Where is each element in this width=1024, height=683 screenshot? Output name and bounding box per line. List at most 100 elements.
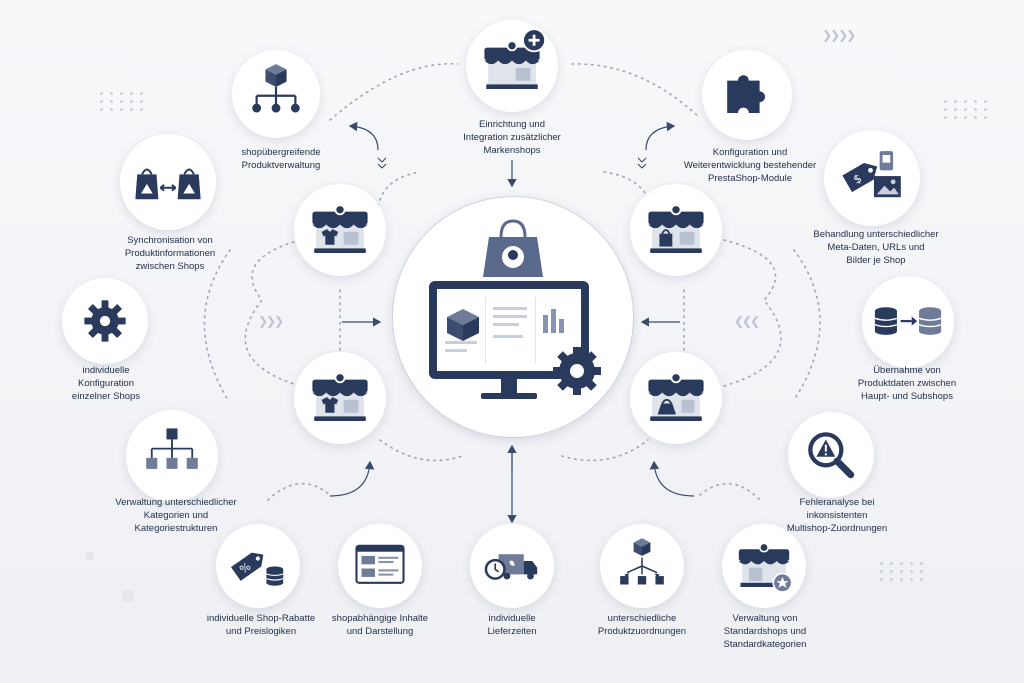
- dot: [140, 100, 143, 103]
- feature-node-config: [62, 278, 148, 364]
- feature-node-discounts: %: [216, 524, 300, 608]
- center-hub: [392, 196, 634, 438]
- label-line: Produktverwaltung: [241, 160, 321, 171]
- label-line: individuelle: [82, 365, 130, 376]
- label-line: Lieferzeiten: [487, 626, 537, 637]
- feature-node-sync: [120, 134, 216, 230]
- label-line: Einrichtung und: [478, 119, 546, 130]
- dot: [984, 116, 987, 119]
- dot: [100, 100, 103, 103]
- dot-pattern: [944, 100, 989, 119]
- dot: [944, 100, 947, 103]
- dot: [140, 92, 143, 95]
- label-line: Weiterentwicklung bestehender: [683, 160, 817, 171]
- dot: [944, 116, 947, 119]
- dot: [984, 100, 987, 103]
- dot: [120, 108, 123, 111]
- label-line: Markenshops: [483, 145, 541, 156]
- dot: [130, 108, 133, 111]
- dot: [120, 100, 123, 103]
- dot: [100, 108, 103, 111]
- shop-node-top-right: [630, 184, 722, 276]
- label-line: Konfiguration und: [712, 147, 788, 158]
- dot: [110, 100, 113, 103]
- dot: [920, 570, 923, 573]
- label-line: Synchronisation von: [127, 235, 213, 246]
- dot: [890, 570, 893, 573]
- dot: [964, 116, 967, 119]
- feature-node-data-transfer: [862, 276, 954, 368]
- dot: [130, 92, 133, 95]
- dot: [984, 108, 987, 111]
- shop-node-top-left: [294, 184, 386, 276]
- label-line: individuelle: [488, 613, 536, 624]
- dot: [954, 116, 957, 119]
- dot: [920, 578, 923, 581]
- feature-node-product-management: [232, 50, 320, 138]
- dot: [880, 578, 883, 581]
- label-line: inkonsistenten: [806, 510, 868, 521]
- decor-square: [86, 552, 94, 560]
- feature-node-brand-shops: [466, 20, 558, 112]
- dot: [110, 108, 113, 111]
- content-layout-icon: [355, 544, 405, 584]
- label-line: Multishop-Zuordnungen: [786, 523, 888, 534]
- label-line: shopübergreifende: [241, 147, 321, 158]
- puzzle-icon: [727, 75, 765, 113]
- sync-bags-icon: [135, 168, 201, 200]
- chevrons-decoration: ❯❯❯: [258, 314, 284, 328]
- label-line: Behandlung unterschiedlicher: [813, 229, 939, 240]
- decor-square: [122, 590, 134, 602]
- feature-node-delivery: [470, 524, 554, 608]
- label-line: Konfiguration: [78, 378, 134, 389]
- dot: [974, 108, 977, 111]
- label-line: Fehleranalyse bei: [799, 497, 875, 508]
- feature-node-product-mapping: [600, 524, 684, 608]
- dot: [974, 100, 977, 103]
- dot: [880, 562, 883, 565]
- dot: [880, 570, 883, 573]
- label-line: und Preislogiken: [225, 626, 297, 637]
- label-line: zwischen Shops: [135, 261, 205, 272]
- label-line: unterschiedliche: [607, 613, 677, 624]
- dot: [944, 108, 947, 111]
- store-handbag-icon: [648, 372, 704, 421]
- label-line: PrestaShop-Module: [708, 173, 792, 184]
- dot: [130, 100, 133, 103]
- chevrons-decoration: ❯❯❯❯: [822, 28, 856, 42]
- feature-node-modules: [702, 50, 792, 140]
- dot: [120, 92, 123, 95]
- label-line: Bilder je Shop: [846, 255, 906, 266]
- label-line: Verwaltung unterschiedlicher: [115, 497, 237, 508]
- dot: [140, 108, 143, 111]
- feature-node-error-analysis: [788, 412, 874, 498]
- label-line: Standardshops und: [723, 626, 807, 637]
- store-shirt-icon: [312, 372, 368, 421]
- price-tag-image-icon: $: [842, 151, 901, 198]
- dot-pattern: [880, 562, 925, 581]
- dot: [920, 562, 923, 565]
- store-bag-icon: [648, 204, 704, 253]
- gear-icon: [553, 347, 601, 395]
- dot: [110, 92, 113, 95]
- discount-tag-icon: %: [231, 552, 284, 586]
- dot: [890, 562, 893, 565]
- label-line: einzelner Shops: [71, 391, 141, 402]
- hierarchy-cube-icon: [252, 64, 300, 113]
- warning-magnifier-icon: [808, 432, 855, 479]
- dot: [954, 108, 957, 111]
- dot: [910, 562, 913, 565]
